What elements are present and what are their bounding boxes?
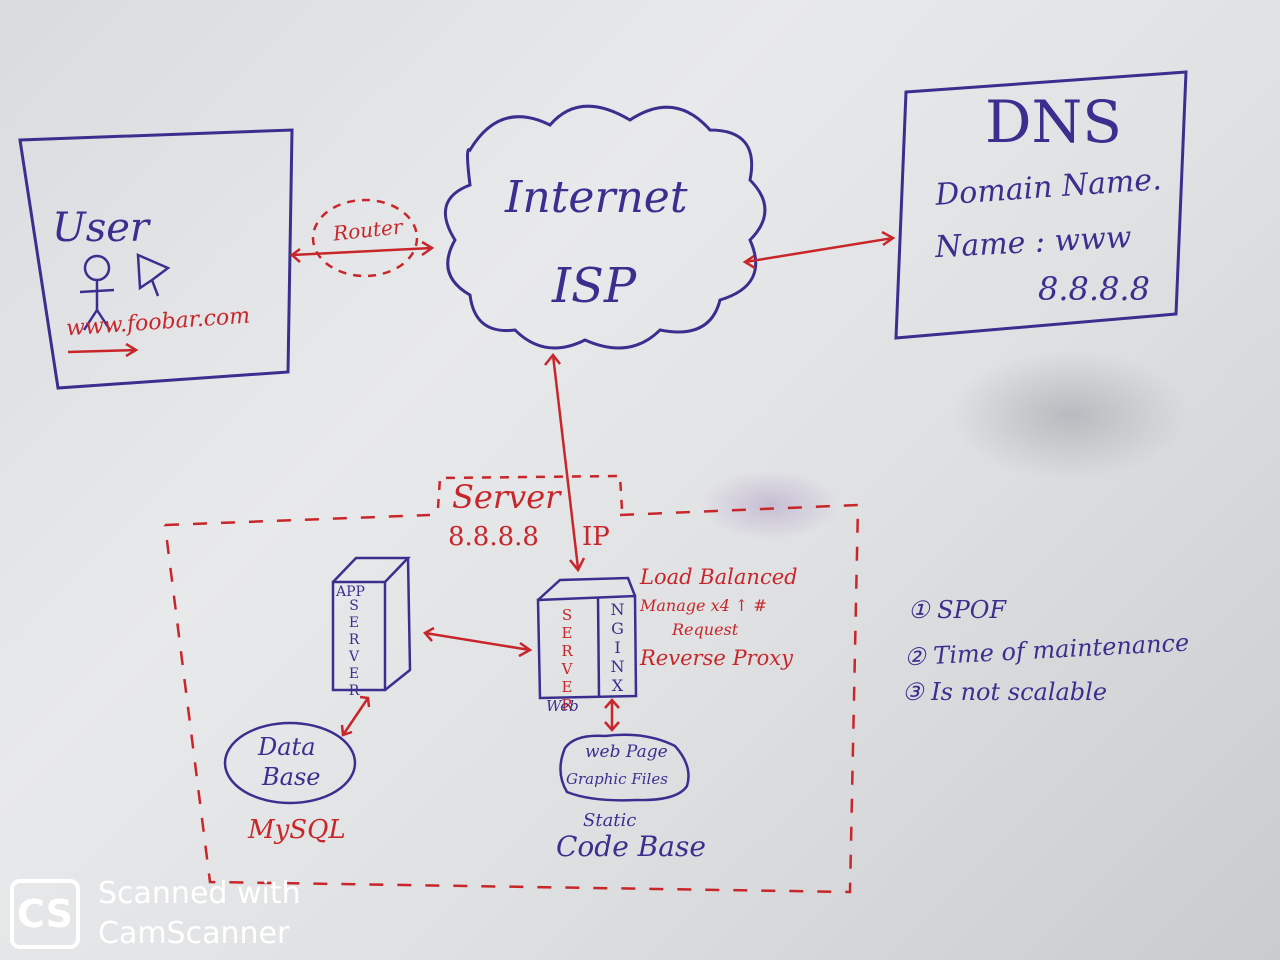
user-box-title: User [52, 205, 150, 251]
app-server-top: APP [336, 584, 365, 600]
web-note-load-balanced: Load Balanced [640, 565, 798, 589]
static-files-line2: Graphic Files [566, 770, 668, 788]
web-note-reverse-proxy: Reverse Proxy [640, 646, 793, 670]
dns-box-outline [894, 70, 1188, 340]
server-zone-outline [163, 503, 860, 894]
web-server-bottom: Web [546, 697, 579, 715]
internet-dns-arrow [742, 230, 896, 270]
dns-title: DNS [985, 88, 1122, 156]
watermark-text: Scanned with CamScanner [98, 874, 301, 954]
internet-server-arrow [544, 352, 586, 573]
web-server-box [536, 576, 638, 700]
internet-label: Internet [505, 172, 688, 223]
static-caption1: Static [583, 810, 637, 831]
glare-reflection [950, 350, 1190, 480]
database-line1: Data [258, 733, 316, 761]
dns-ip: 8.8.8.8 [1038, 270, 1150, 308]
watermark-line2: CamScanner [98, 916, 290, 951]
web-note-manage: Manage x4 ↑ # [640, 596, 767, 615]
internet-cloud-outline [444, 104, 767, 350]
web-static-arrow [604, 698, 620, 732]
camscanner-logo-icon: CS [10, 879, 80, 949]
url-arrow [67, 342, 139, 358]
web-note-request: Request [672, 620, 739, 639]
server-ip: 8.8.8.8 [448, 522, 539, 552]
router-ellipse [311, 198, 419, 278]
issue-1: ① SPOF [908, 596, 1007, 624]
watermark-line1: Scanned with [98, 876, 301, 911]
app-server-vertical: SERVER [346, 598, 362, 700]
app-db-arrow [340, 695, 371, 737]
static-caption2: Code Base [556, 830, 706, 863]
user-box-outline [18, 128, 294, 390]
static-files-line1: web Page [585, 742, 668, 762]
app-server-box [331, 556, 412, 692]
database-engine: MySQL [248, 815, 346, 845]
database-line2: Base [262, 763, 321, 791]
isp-label: ISP [552, 258, 637, 314]
static-files-outline [559, 733, 690, 802]
glare-reflection [700, 470, 840, 540]
database-ellipse [223, 721, 357, 805]
server-label: Server [452, 478, 561, 516]
web-server-vertical-right: NGINX [608, 600, 627, 695]
issue-3: ③ Is not scalable [902, 678, 1108, 706]
stick-figure-icon [79, 254, 115, 331]
server-ip-suffix: IP [582, 522, 610, 552]
user-internet-arrow [290, 240, 435, 263]
app-web-arrow [423, 626, 533, 658]
cursor-icon [136, 253, 171, 297]
web-server-vertical-left: SERVER [558, 606, 576, 714]
camscanner-watermark: CS Scanned with CamScanner [10, 874, 301, 954]
